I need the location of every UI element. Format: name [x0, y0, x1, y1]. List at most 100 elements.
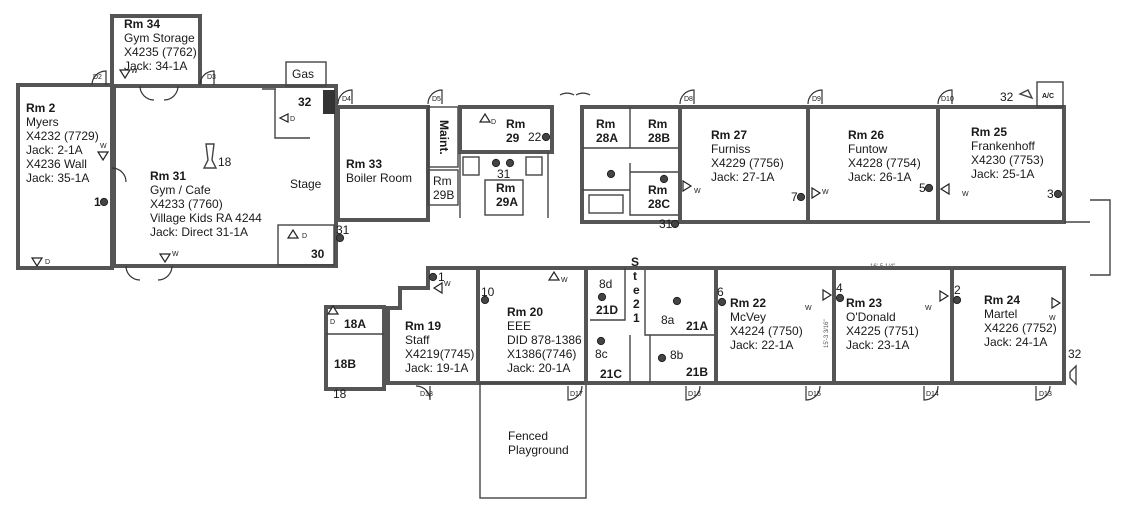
suite-letter: 1 [633, 311, 640, 325]
jack-dot [541, 132, 551, 142]
room-sub: 29 [506, 131, 520, 145]
room-extension: X4224 (7750) [730, 324, 803, 338]
door-d3: D3 [207, 74, 216, 81]
jack-number: 22 [528, 130, 542, 144]
womens-restroom-icon [525, 156, 543, 176]
room-rm28a: Rm 28A [596, 117, 618, 145]
jack-dot [596, 336, 606, 346]
marker-d: D [491, 119, 496, 126]
room-extension: X4228 (7754) [848, 156, 921, 170]
jack-number: 10 [481, 285, 495, 299]
door-d2: D2 [93, 74, 102, 81]
dimension-label: 15'-3 3/16" [824, 319, 830, 348]
room-jack: Jack: 20-1A [507, 361, 570, 375]
jack-dot [505, 158, 515, 168]
room-sub: 28C [648, 197, 670, 211]
door-d8: D8 [684, 96, 693, 103]
marker-w: W [805, 305, 812, 312]
jack-number: 5 [919, 181, 926, 195]
suite-21: 21D 21C 21A 21B S t e 2 1 [596, 255, 708, 381]
suite-letter: t [633, 269, 637, 283]
room-jack: Jack: 34-1A [124, 59, 187, 73]
marker-d: D [290, 116, 295, 123]
room-rm19: Rm 19 Staff X4219(7745) Jack: 19-1A [405, 319, 474, 375]
room-number: Rm [596, 117, 615, 131]
room-rm21d: 21D [596, 303, 618, 317]
room-number: Rm 19 [405, 319, 441, 333]
jack-number: 6 [717, 285, 724, 299]
speaker-icon [1069, 364, 1077, 386]
room-rm29: Rm 29 [506, 117, 525, 145]
marker-w: W [172, 251, 179, 258]
room-number: Rm 2 [26, 101, 56, 115]
room-number: Rm 34 [124, 17, 160, 31]
jack-dot [491, 158, 501, 168]
room-rm30: 30 [311, 247, 325, 261]
room-extension: X4235 (7762) [124, 45, 197, 59]
jack-number: 4 [836, 281, 843, 295]
jack-number: 18 [333, 387, 347, 401]
wireless-marker-icon [158, 253, 172, 264]
wireless-marker-icon [822, 288, 833, 302]
sensor-markers: W W D W D D D W W W D W W W W W [30, 68, 1062, 326]
jack-dot [99, 197, 109, 207]
jack-number: 31 [336, 223, 350, 237]
speaker-icon [1018, 89, 1034, 100]
room-jack: Jack: 19-1A [405, 361, 468, 375]
speaker-icons [202, 89, 1077, 386]
playground-line2: Playground [508, 443, 569, 457]
room-rm24: Rm 24 Martel X4226 (7752) Jack: 24-1A [984, 293, 1057, 349]
room-number: Rm [648, 183, 667, 197]
room-rm25: Rm 25 Frankenhoff X4230 (7753) Jack: 25-… [971, 125, 1044, 181]
jack-number: 2 [954, 283, 961, 297]
jack-dot [606, 169, 616, 179]
unisex-restroom-icon [588, 194, 624, 214]
jack-number: 18 [218, 155, 232, 169]
stage-label: Stage [290, 177, 322, 191]
room-name: McVey [730, 310, 766, 324]
network-jacks: 1 18 31 22 31 31 7 5 3 32 1 10 8d 8a 8b … [94, 90, 1082, 401]
room-sub: 28B [648, 131, 670, 145]
ac-label: A/C [1042, 93, 1054, 100]
room-extension: X4233 (7760) [150, 197, 223, 211]
jack-number: 32 [1068, 347, 1082, 361]
room-rm31: Rm 31 Gym / Cafe X4233 (7760) Village Ki… [150, 169, 262, 239]
marker-d: D [302, 233, 307, 240]
marker-w: W [822, 189, 829, 196]
room-jack: Jack: 25-1A [971, 167, 1034, 181]
room-number: Rm 22 [730, 296, 766, 310]
room-jack: Jack: 23-1A [846, 338, 909, 352]
room-number: Rm 23 [846, 296, 882, 310]
jack-number: 1 [438, 270, 445, 284]
room-jack: Jack: Direct 31-1A [150, 225, 248, 239]
room-rm26: Rm 26 Funtow X4228 (7754) Jack: 26-1A [848, 128, 921, 184]
wireless-marker-icon [1051, 296, 1062, 310]
mens-restroom-icon [462, 156, 480, 176]
room-name: O'Donald [846, 310, 896, 324]
jack-number: 7 [791, 190, 798, 204]
door-d5: D5 [432, 96, 441, 103]
door-d13: D13 [1039, 391, 1052, 398]
door-d14: D14 [926, 391, 939, 398]
marker-w: W [131, 68, 138, 75]
suite-letter: S [631, 255, 639, 269]
room-sub: 29B [433, 188, 454, 202]
room-name: Staff [405, 333, 430, 347]
room-rm21a: 21A [686, 319, 708, 333]
door-d4: D4 [342, 96, 351, 103]
room-jack: Jack: 22-1A [730, 338, 793, 352]
room-name: EEE [507, 319, 531, 333]
room-jack: Jack: 24-1A [984, 335, 1047, 349]
room-name: Furniss [711, 142, 750, 156]
door-marker-icon [30, 257, 44, 268]
jack-dot [428, 272, 438, 282]
wireless-marker-icon [118, 69, 132, 80]
room-number: Rm 31 [150, 169, 186, 183]
room-extension-2: X1386(7746) [507, 347, 576, 361]
jack-dot [480, 295, 490, 305]
jack-dot [835, 293, 845, 303]
wireless-marker-icon [811, 186, 822, 200]
room-rm18b: 18B [334, 357, 356, 371]
door-d17: D17 [570, 391, 583, 398]
room-number: Rm [648, 117, 667, 131]
